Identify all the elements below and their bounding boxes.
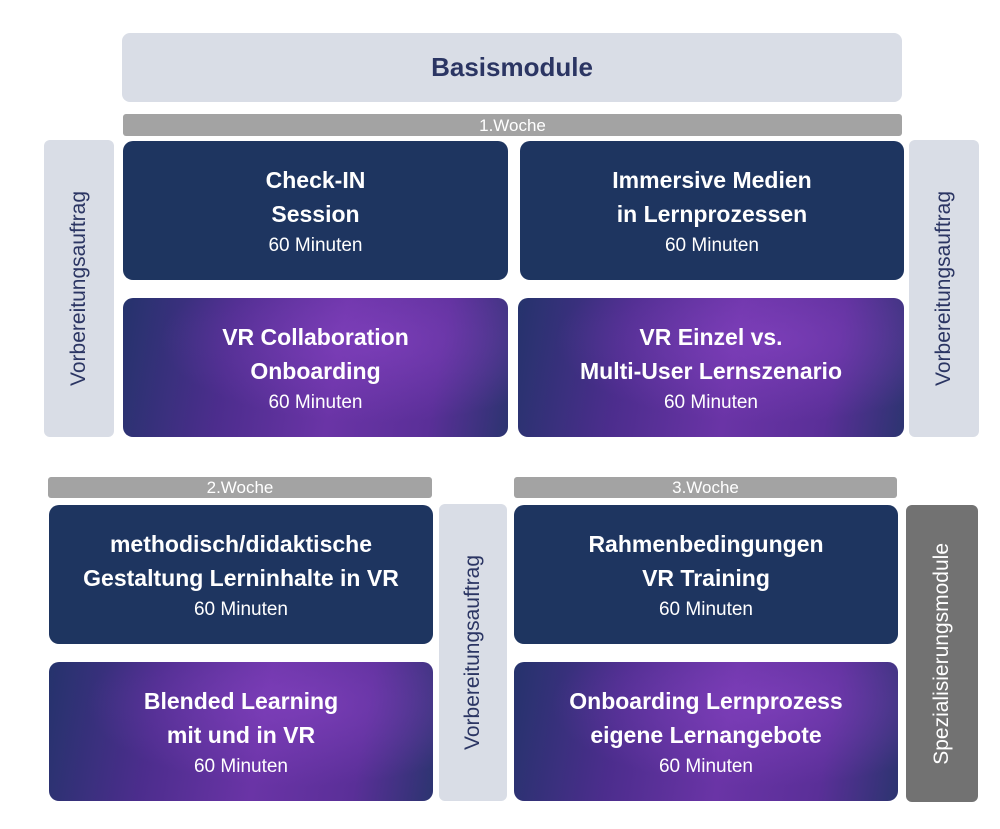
week-label-3: 3.Woche xyxy=(672,478,739,497)
module-duration: 60 Minuten xyxy=(658,755,753,777)
week-bar-1: 1.Woche xyxy=(123,114,902,136)
module-duration: 60 Minuten xyxy=(663,391,758,413)
module-duration: 60 Minuten xyxy=(268,391,363,413)
week-bar-2: 2.Woche xyxy=(48,477,432,498)
header-title: Basismodule xyxy=(431,52,593,82)
module-duration: 60 Minuten xyxy=(664,234,759,256)
specialization-label: Spezialisierungsmodule xyxy=(906,505,978,802)
module-duration: 60 Minuten xyxy=(193,755,288,777)
prep-label-right: Vorbereitungsauftrag xyxy=(909,140,979,437)
week-bar-3: 3.Woche xyxy=(514,477,897,498)
basismodule-header: Basismodule xyxy=(122,33,902,102)
module-title: VR Einzel vs.Multi-User Lernszenario xyxy=(580,323,842,384)
week-label-2: 2.Woche xyxy=(206,478,274,497)
week-label-1: 1.Woche xyxy=(479,115,546,135)
module-vr-einzel: VR Einzel vs.Multi-User Lernszenario 60 … xyxy=(518,298,904,437)
prep-label-middle-text: Vorbereitungsauftrag xyxy=(461,555,484,750)
module-duration: 60 Minuten xyxy=(193,598,288,620)
prep-label-middle: Vorbereitungsauftrag xyxy=(439,504,507,801)
prep-label-left-text: Vorbereitungsauftrag xyxy=(67,191,90,386)
module-duration: 60 Minuten xyxy=(268,234,363,256)
prep-label-right-text: Vorbereitungsauftrag xyxy=(932,191,955,386)
prep-label-left: Vorbereitungsauftrag xyxy=(44,140,114,437)
module-duration: 60 Minuten xyxy=(658,598,753,620)
specialization-label-text: Spezialisierungsmodule xyxy=(930,542,953,765)
